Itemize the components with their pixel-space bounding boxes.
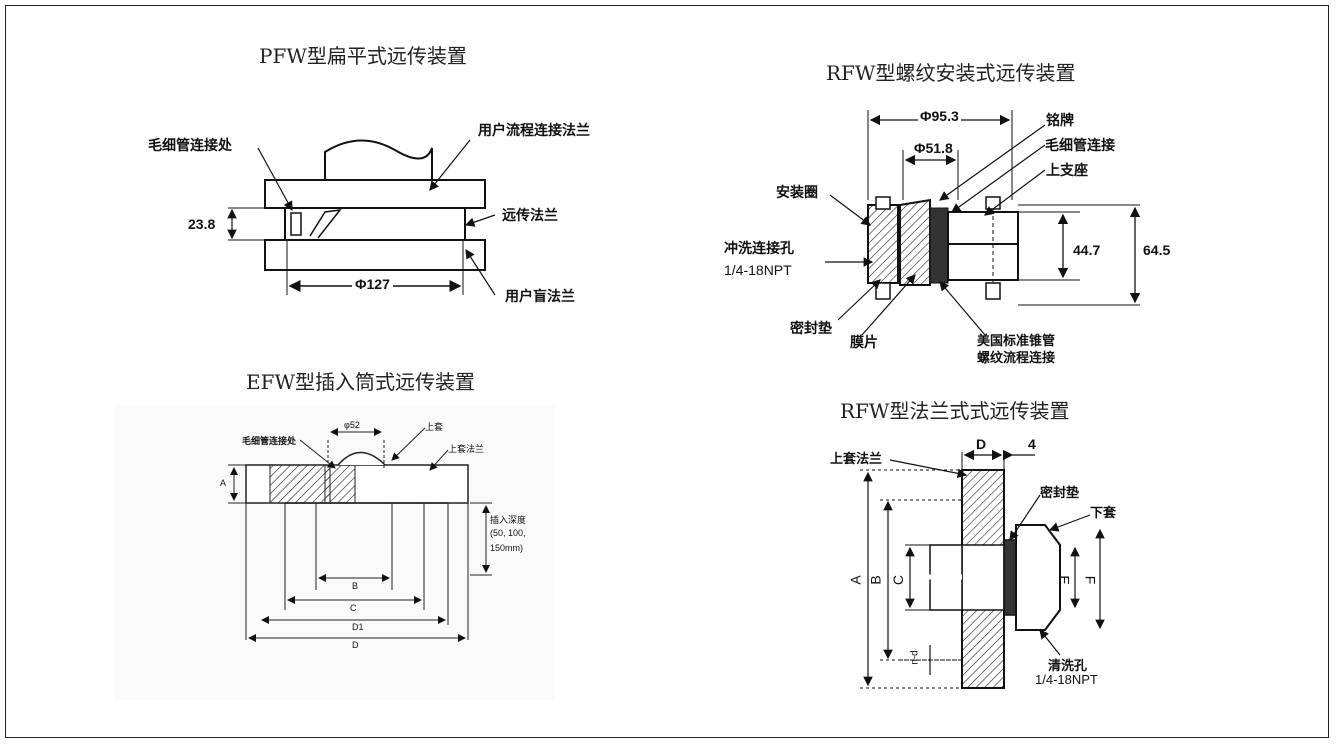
rfw-flange-dim-f: F: [1082, 575, 1099, 585]
efw-diagram: [228, 427, 492, 642]
rfw-thread-npt-label-1: 美国标准锥管: [977, 333, 1056, 348]
rfw-thread-upper-seat-label: 上支座: [1046, 162, 1088, 178]
rfw-thread-title: RFW型螺纹安装式远传装置: [826, 61, 1076, 85]
pfw-remote-flange-label: 远传法兰: [502, 207, 558, 223]
efw-dim-d1: D1: [352, 622, 364, 632]
rfw-flange-diagram: [860, 449, 1105, 689]
rfw-flange-dim-nd: n-d: [909, 650, 921, 665]
efw-dim-a: A: [220, 478, 227, 488]
efw-d52-dim: φ52: [344, 420, 360, 430]
rfw-thread-h-inner: 44.7: [1073, 242, 1101, 258]
rfw-thread-d-inner: Φ51.8: [914, 140, 953, 156]
rfw-thread-diagram: [825, 110, 1141, 336]
efw-dim-d: D: [352, 640, 359, 650]
outer-frame: [5, 5, 1329, 738]
rfw-thread-npt-label-2: 螺纹流程连接: [977, 350, 1056, 365]
rfw-thread-gasket-label: 密封垫: [790, 320, 832, 336]
efw-depth-label-1: 插入深度: [490, 515, 527, 525]
rfw-flange-lower-sleeve-label: 下套: [1090, 505, 1117, 520]
pfw-diagram: [227, 139, 496, 296]
rfw-flange-wash-thread-label: 1/4-18NPT: [1035, 672, 1098, 687]
rfw-flange-dim-b: B: [867, 575, 884, 585]
rfw-thread-nameplate-label: 铭牌: [1046, 112, 1074, 128]
rfw-thread-mount-ring-label: 安装圈: [776, 184, 818, 200]
rfw-thread-diaphragm-label: 膜片: [850, 334, 878, 350]
rfw-flange-dim-d: D: [976, 436, 987, 452]
rfw-flange-gasket-label: 密封垫: [1040, 485, 1080, 500]
pfw-diameter-dim: Φ127: [352, 276, 393, 292]
pfw-capillary-joint-label: 毛细管连接处: [148, 137, 232, 153]
pfw-process-flange-label: 用户流程连接法兰: [478, 122, 590, 138]
efw-panel-bg: [115, 405, 555, 700]
pfw-blind-flange-label: 用户盲法兰: [505, 288, 575, 304]
rfw-flange-dim-e: E: [1056, 575, 1073, 585]
efw-dim-b: B: [352, 581, 359, 591]
efw-capillary-joint-label: 毛细管连接处: [242, 436, 297, 446]
efw-upper-flange-label: 上套法兰: [448, 444, 485, 454]
efw-dim-c: C: [350, 603, 357, 613]
efw-depth-label-2: (50, 100,: [490, 528, 526, 538]
efw-upper-sleeve-label: 上套: [425, 422, 444, 432]
rfw-flange-dim-a: A: [847, 575, 864, 585]
rfw-flange-dim-c: C: [890, 574, 907, 586]
rfw-flange-dim-4: 4: [1028, 436, 1036, 452]
rfw-thread-d-outer: Φ95.3: [918, 108, 961, 124]
rfw-thread-h-outer: 64.5: [1143, 242, 1171, 258]
rfw-flange-wash-hole-label: 清洗孔: [1048, 658, 1088, 673]
efw-depth-label-3: 150mm): [490, 543, 524, 553]
efw-title: EFW型插入筒式远传装置: [246, 370, 476, 394]
rfw-thread-capillary-label: 毛细管连接: [1045, 137, 1115, 153]
rfw-thread-flush-thread-label: 1/4-18NPT: [724, 262, 792, 278]
rfw-flange-upper-flange-label: 上套法兰: [830, 451, 883, 466]
rfw-thread-flush-hole-label: 冲洗连接孔: [724, 240, 794, 256]
pfw-title: PFW型扁平式远传装置: [259, 44, 467, 68]
pfw-thickness-dim: 23.8: [188, 216, 216, 232]
rfw-flange-title: RFW型法兰式式远传装置: [840, 399, 1070, 423]
